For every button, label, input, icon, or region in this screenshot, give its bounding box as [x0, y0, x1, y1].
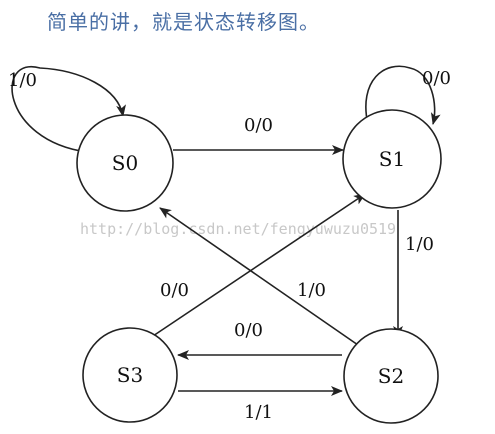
state-s2-circle — [343, 328, 439, 424]
state-s1: S1 — [342, 109, 442, 209]
edge-s0-self-loop — [11, 65, 126, 153]
state-s0-label: S0 — [112, 151, 138, 175]
state-s2-label: S2 — [378, 364, 404, 388]
state-s0-circle — [76, 114, 174, 212]
edge-s1-self-loop — [365, 65, 441, 126]
label-s1-self: 0/0 — [422, 68, 451, 89]
label-s1-to-s2: 1/0 — [405, 234, 434, 255]
caption-text: 简单的讲，就是状态转移图。 — [47, 10, 320, 34]
state-s3: S3 — [82, 327, 178, 423]
label-s3-to-s1: 0/0 — [160, 280, 189, 301]
label-s2-to-s3: 0/0 — [234, 320, 263, 341]
label-s0-to-s1: 0/0 — [244, 115, 273, 136]
edge-s2-to-s0 — [159, 207, 359, 346]
state-s1-label: S1 — [379, 147, 405, 171]
label-s2-to-s0: 1/0 — [297, 280, 326, 301]
state-s2: S2 — [343, 328, 439, 424]
state-s0: S0 — [76, 114, 174, 212]
state-s1-circle — [342, 109, 442, 209]
watermark-text: http://blog.csdn.net/fengyuwuzu0519 — [80, 220, 396, 238]
label-s3-to-s2: 1/1 — [244, 402, 273, 423]
state-s3-circle — [82, 327, 178, 423]
state-s3-label: S3 — [117, 363, 143, 387]
edge-s3-to-s1 — [149, 193, 366, 339]
label-s0-self: 1/0 — [8, 70, 37, 91]
